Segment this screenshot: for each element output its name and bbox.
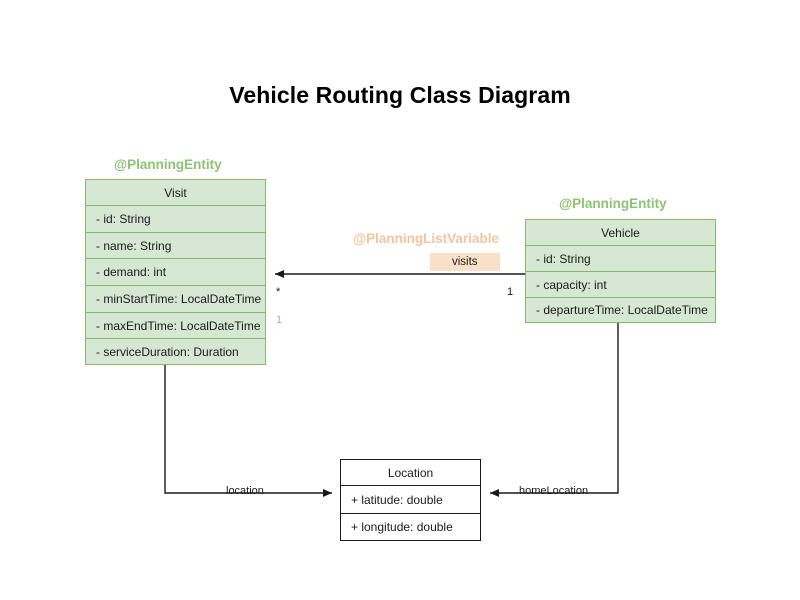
- class-attribute: - minStartTime: LocalDateTime: [85, 285, 266, 312]
- annotation-vehicle-planning-entity: @PlanningEntity: [559, 196, 667, 211]
- class-name-vehicle: Vehicle: [525, 219, 716, 245]
- edge-visit-location: [164, 362, 332, 497]
- class-box-location[interactable]: Location + latitude: double + longitude:…: [340, 459, 481, 541]
- class-attribute: - departureTime: LocalDateTime: [525, 297, 716, 323]
- multiplicity-visits-source: 1: [507, 286, 514, 298]
- edge-label-location: location: [226, 485, 264, 497]
- class-attribute: - id: String: [525, 245, 716, 271]
- class-attribute: + latitude: double: [340, 485, 481, 513]
- annotation-visit-planning-entity: @PlanningEntity: [114, 157, 222, 172]
- annotation-planning-list-variable: @PlanningListVariable: [353, 231, 499, 246]
- class-box-vehicle[interactable]: Vehicle - id: String - capacity: int - d…: [525, 219, 716, 323]
- edge-vehicle-home-location: [490, 323, 619, 497]
- class-box-visit[interactable]: Visit - id: String - name: String - dema…: [85, 179, 266, 365]
- class-attribute: - serviceDuration: Duration: [85, 338, 266, 365]
- class-attribute: - capacity: int: [525, 271, 716, 297]
- class-attribute: - demand: int: [85, 258, 266, 285]
- class-attribute: - name: String: [85, 232, 266, 258]
- multiplicity-visits-target: *: [276, 286, 281, 298]
- class-attribute: - id: String: [85, 205, 266, 232]
- edge-label-home-location: homeLocation: [519, 485, 589, 497]
- class-name-visit: Visit: [85, 179, 266, 205]
- class-attribute: - maxEndTime: LocalDateTime: [85, 312, 266, 338]
- class-name-location: Location: [340, 459, 481, 485]
- edge-label-visits: visits: [430, 253, 500, 271]
- multiplicity-visit-location: 1: [276, 314, 283, 326]
- page-title: Vehicle Routing Class Diagram: [229, 82, 571, 108]
- class-attribute: + longitude: double: [340, 513, 481, 541]
